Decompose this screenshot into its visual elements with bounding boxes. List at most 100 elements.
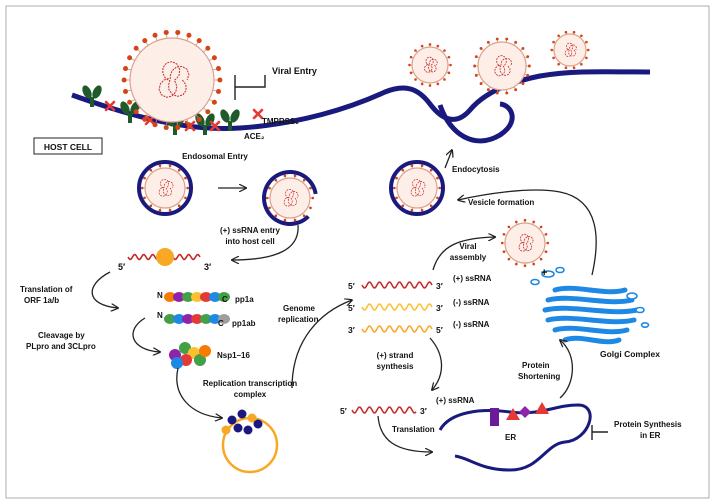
spike-protein [158,164,162,168]
endosomal-entry-label: Endosomal Entry [182,152,248,161]
rtc-bead [237,409,247,419]
spike-protein [447,55,451,59]
golgi-cisterna [542,305,640,315]
spike-protein [514,88,518,92]
spike-protein [122,88,129,94]
translation-arrow [91,271,118,308]
spike-protein [526,55,530,59]
ribosome [156,248,174,266]
golgi-vesicle [530,278,540,286]
spike-protein [580,34,583,38]
spike-protein [523,218,527,222]
host-cell-box [33,137,103,155]
spike-protein [473,64,477,68]
spike-protein [443,78,446,81]
spike-protein [429,204,433,208]
rtc-beads [221,409,263,435]
ace2-stem [228,121,232,131]
pp1a-label: pp1a [235,295,254,304]
nsp-protein [199,345,211,357]
er-protein-triangle-2 [535,402,549,414]
spike-protein [527,64,531,68]
translation-label: Translation [392,425,435,434]
spike-protein [302,178,306,182]
viral-assembly-arrow [432,237,495,271]
golgi-cisterna [552,325,630,335]
spike-protein [564,66,568,70]
strand1-label: (+) ssRNA [453,274,492,283]
spike-protein [293,174,297,178]
strand1-5prime: 5′ [348,281,355,291]
lower-rna-label: (+) ssRNA [436,396,475,405]
virus-envelope [553,33,587,67]
released-viruses [408,30,590,95]
ace2-stem [128,113,132,123]
vesicle-formation-label: Vesicle formation [468,198,534,207]
spike-protein [532,220,536,224]
golgi-vesicle [555,266,565,274]
spike-protein [122,66,129,72]
polyprotein-segment [182,292,194,302]
spike-protein [309,186,312,190]
polyprotein-segment [209,292,221,302]
spike-protein [429,168,433,172]
spike-protein [550,48,554,52]
rtc-bead [253,419,263,429]
spike-protein [414,78,417,81]
spike-protein [572,30,576,34]
protein-synthesis-label-2: in ER [640,431,661,440]
spike-protein [215,88,222,94]
viral-rna [564,42,577,57]
spike-protein [539,225,543,229]
polyprotein-segment [191,292,203,302]
nsp-protein [194,354,206,366]
spike-protein [186,32,192,38]
strand-synthesis-arrow [429,337,443,390]
spike-protein [521,82,525,86]
viral-rna [158,61,190,98]
spike-protein [142,38,148,44]
polyprotein-segment [200,292,212,302]
golgi-cisterna [552,285,628,295]
spike-protein [283,174,287,178]
tmprss2-mark [104,100,116,112]
viral-assembly-label-1: Viral [459,242,476,251]
spike-protein [274,214,278,218]
genome-replication-label-2: replication [278,315,319,324]
spike-protein [479,46,483,50]
spike-protein [447,71,451,75]
translation-er-arrow [377,415,432,452]
rna-5prime: 5′ [118,262,125,272]
pp1ab-c: C [218,319,224,328]
spike-protein [500,241,504,245]
protein-synthesis-connector [591,425,608,440]
virus-envelope [144,167,186,209]
spike-protein [158,208,162,212]
spike-protein [184,196,187,200]
neg-ssrna-strand-1 [361,303,433,311]
viral-assembly-label-2: assembly [450,253,487,262]
spike-protein [205,109,211,115]
genome-replication-arrow [291,300,352,389]
spike-protein [149,204,153,208]
golgi-vesicle [640,321,650,328]
lower-pos-ssrna [351,406,417,414]
spike-protein [149,168,153,172]
spike-protein [268,206,271,210]
polyprotein-segment [173,292,185,302]
spike-protein [410,208,414,212]
protein-shortening-label-1: Protein [522,361,550,370]
spike-protein [127,55,133,61]
pp1a-n: N [157,291,163,300]
spike-protein [514,40,518,44]
spike-protein [121,77,127,83]
host-cell-membrane [71,69,651,131]
virus-envelope [269,177,311,219]
endocytosis-vesicle [389,160,445,216]
spike-protein [152,32,158,38]
strand3-3prime: 3′ [348,325,355,335]
spike-protein [196,116,202,122]
assembly-virus [500,218,550,268]
spike-protein [539,257,543,261]
